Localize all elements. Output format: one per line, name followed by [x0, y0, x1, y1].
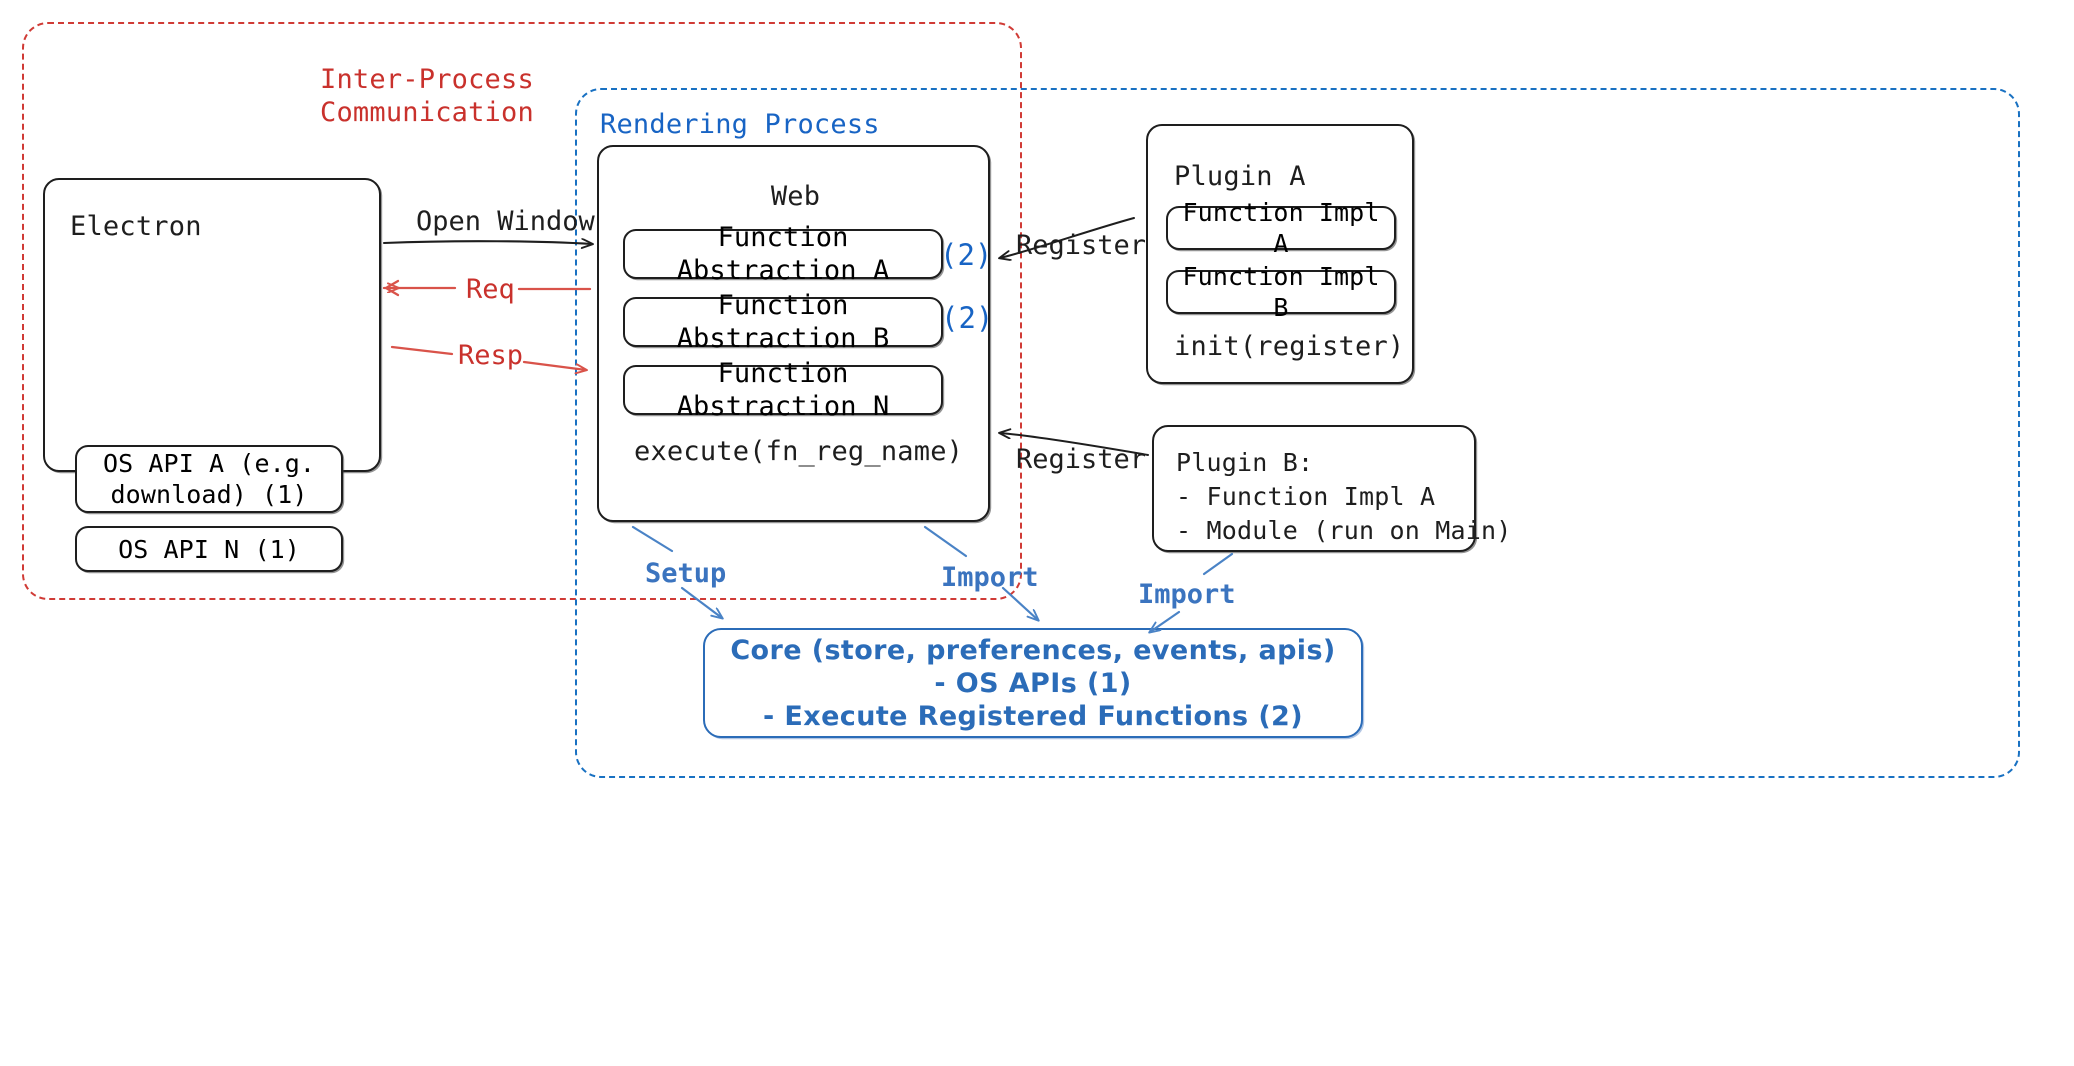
function-impl-b-label: Function Impl B [1182, 262, 1380, 322]
edge-label-register-b: Register [1016, 444, 1147, 475]
function-abstraction-a-label: Function Abstraction A [676, 221, 890, 286]
web-container: Web Function Abstraction A Function Abst… [597, 145, 990, 522]
ipc-boundary-label: Inter-Process Communication [320, 64, 534, 129]
web-title: Web [770, 181, 821, 212]
web-execute-label: execute(fn_reg_name) [634, 436, 964, 467]
rendering-process-boundary [575, 88, 2020, 778]
edge-label-setup: Setup [645, 558, 727, 589]
edge-label-open-window: Open Window [416, 206, 595, 237]
edge-label-import-plugin-b: Import [1138, 579, 1236, 610]
edge-label-resp: Resp [458, 340, 524, 371]
function-abstraction-b-item[interactable]: Function Abstraction B [623, 289, 943, 354]
plugin-b-line-1: - Function Impl A [1176, 482, 1436, 511]
edge-label-req: Req [466, 274, 515, 305]
rendering-process-label: Rendering Process [600, 109, 880, 140]
plugin-b-line-2: - Module (run on Main) [1176, 516, 1512, 545]
os-api-a-item[interactable]: OS API A (e.g. download) (1) [75, 445, 343, 513]
function-impl-a-item[interactable]: Function Impl A [1166, 198, 1396, 258]
function-abstraction-a-item[interactable]: Function Abstraction A [623, 221, 943, 286]
ipc-boundary [22, 22, 1022, 600]
core-line-0: Core (store, preferences, events, apis) [730, 634, 1336, 666]
core-container: Core (store, preferences, events, apis) … [703, 628, 1363, 738]
os-api-n-label: OS API N (1) [118, 534, 300, 564]
function-abstraction-b-ref: (2) [941, 301, 994, 335]
function-abstraction-n-item[interactable]: Function Abstraction N [623, 357, 943, 422]
core-text-block: Core (store, preferences, events, apis) … [705, 630, 1361, 736]
function-abstraction-n-label: Function Abstraction N [676, 357, 890, 422]
function-impl-a-label: Function Impl A [1182, 198, 1380, 258]
function-abstraction-a-ref: (2) [940, 238, 993, 272]
edge-label-register-a: Register [1016, 230, 1147, 261]
electron-container: Electron OS API A (e.g. download) (1) OS… [43, 178, 381, 572]
edge-label-import-web: Import [941, 562, 1039, 593]
os-api-a-label: OS API A (e.g. download) (1) [102, 449, 316, 509]
function-abstraction-b-label: Function Abstraction B [676, 289, 890, 354]
function-impl-b-item[interactable]: Function Impl B [1166, 262, 1396, 322]
electron-title: Electron [70, 211, 202, 242]
os-api-n-item[interactable]: OS API N (1) [75, 526, 343, 572]
plugin-b-line-0: Plugin B: [1176, 448, 1314, 477]
core-line-2: - Execute Registered Functions (2) [763, 700, 1303, 732]
plugin-a-container: Plugin A Function Impl A Function Impl B… [1146, 124, 1414, 384]
plugin-a-title: Plugin A [1174, 161, 1306, 192]
core-line-1: - OS APIs (1) [934, 667, 1132, 699]
plugin-a-init-label: init(register) [1174, 331, 1405, 362]
plugin-b-container: Plugin B: - Function Impl A - Module (ru… [1152, 425, 1511, 552]
